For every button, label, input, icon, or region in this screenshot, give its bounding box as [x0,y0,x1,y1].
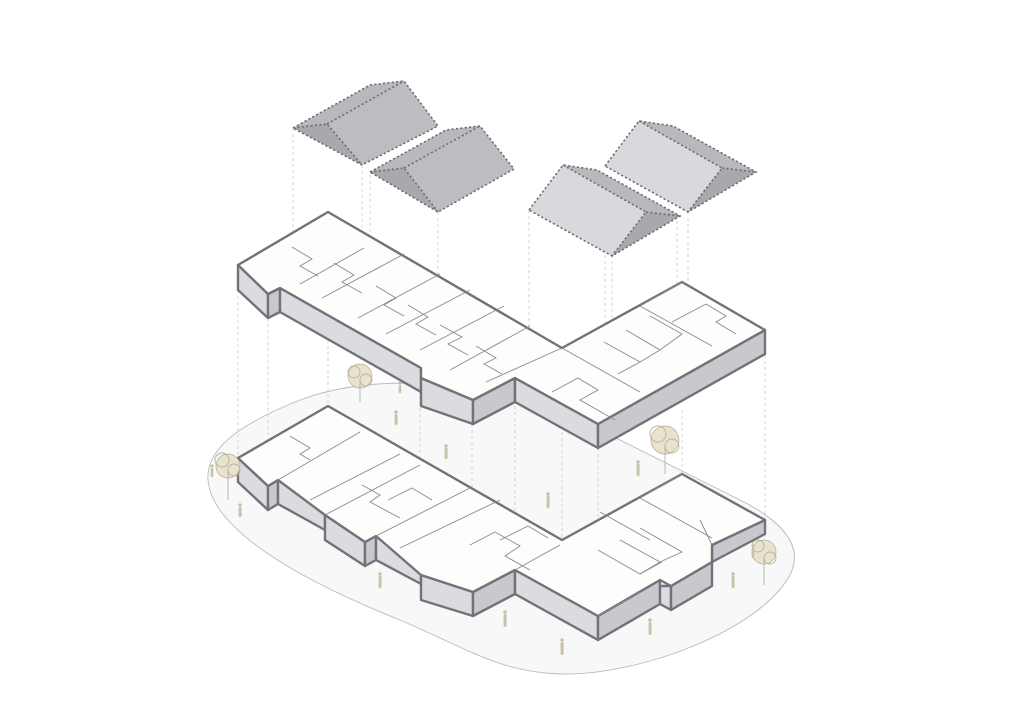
roof-module-2 [368,125,516,213]
upper-floor-plate [236,210,767,450]
tree-3 [649,425,680,474]
tree-2 [347,363,373,402]
person-11 [731,572,735,588]
person-7 [378,572,382,588]
person-4 [398,381,402,393]
person-5 [546,492,550,508]
person-12 [751,544,755,558]
roof-module-1 [291,80,440,166]
roof-module-4 [603,120,758,213]
people [210,381,755,655]
person-8 [503,610,507,627]
person-6 [636,460,640,476]
person-1 [238,503,242,517]
person-9 [560,638,564,655]
tree-1 [214,452,241,500]
person-13 [210,464,214,477]
person-10 [648,618,652,635]
ground-floor-plate [236,404,767,642]
person-2 [394,410,398,425]
person-3 [444,444,448,459]
roof-module-3 [527,164,682,257]
